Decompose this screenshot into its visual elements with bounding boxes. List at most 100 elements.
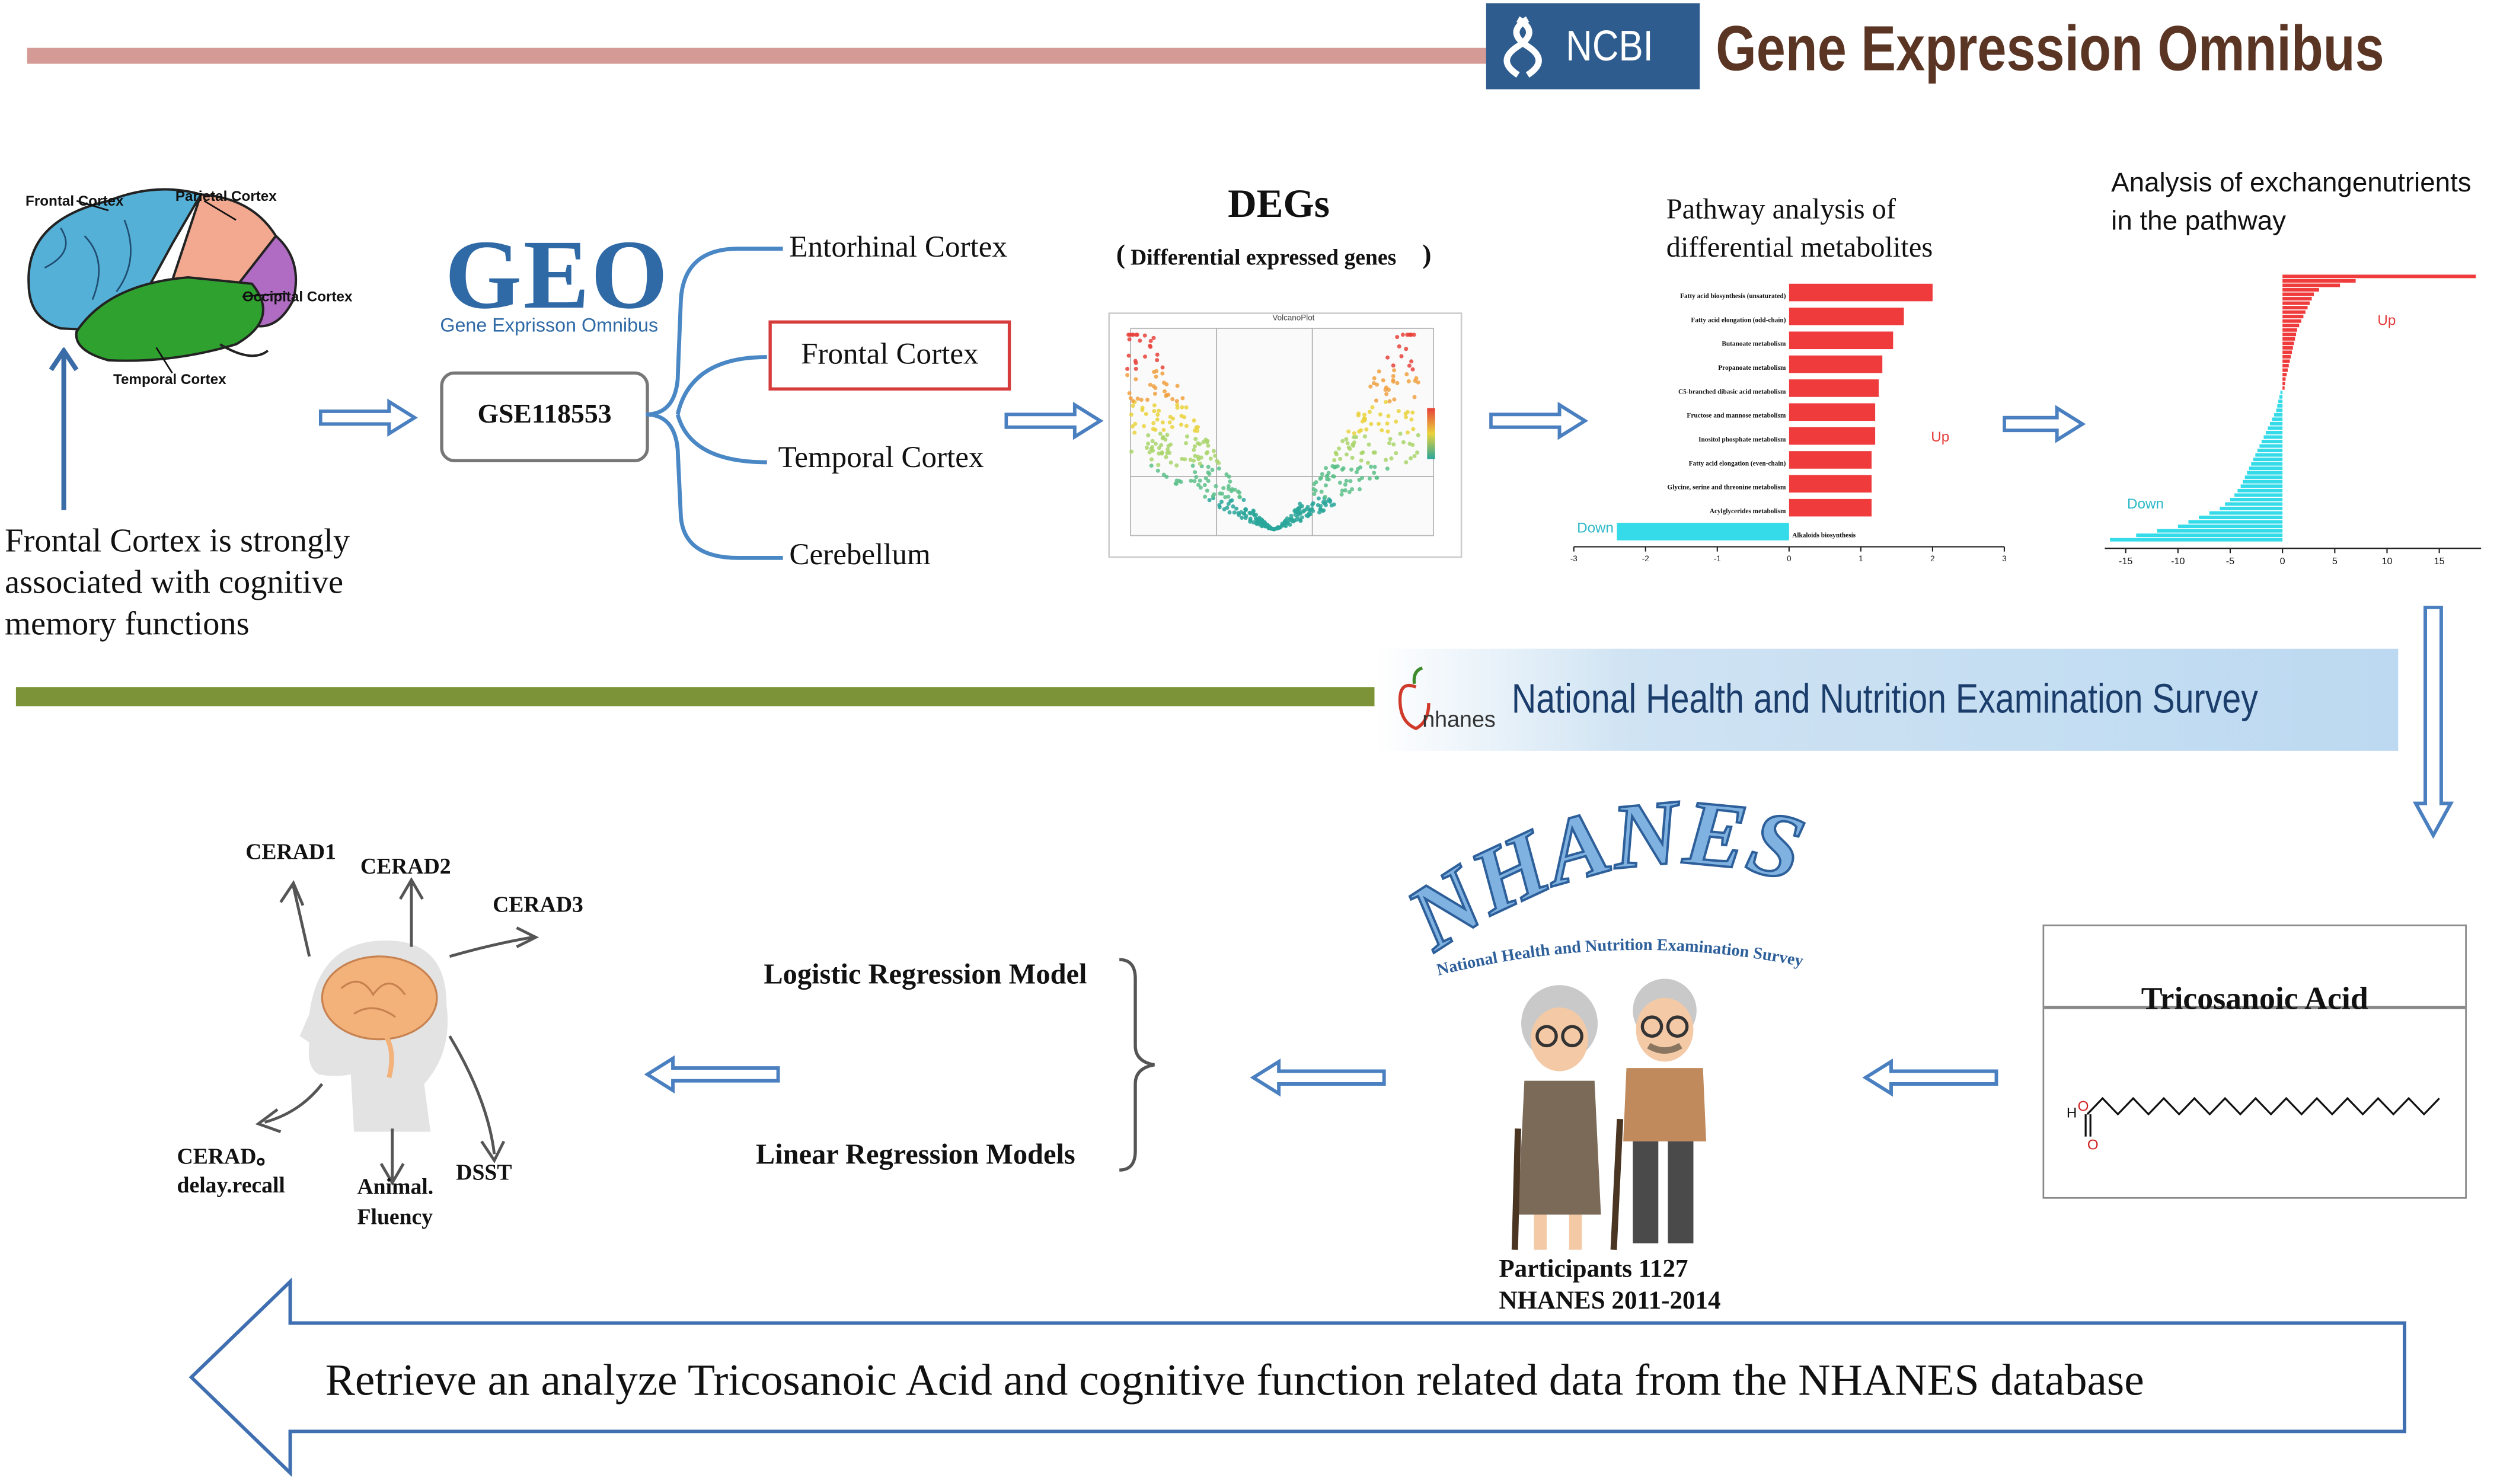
volcano-point [1405, 430, 1410, 435]
exchange-bar [2282, 354, 2291, 359]
volcano-point [1219, 500, 1224, 504]
exchange-bar [2282, 377, 2286, 381]
volcano-point [1377, 421, 1381, 426]
volcano-point [1315, 503, 1320, 507]
brain-caption-line3: memory functions [5, 604, 250, 642]
volcano-point [1375, 382, 1380, 387]
exchange-bar [2110, 538, 2283, 542]
pathway-category-label: Acylglycerides metabolism [1710, 508, 1786, 515]
exchange-bar [2282, 301, 2310, 305]
exchange-bar [2269, 421, 2283, 426]
volcano-point [1280, 523, 1285, 528]
geo-header-title: Gene Expression Omnibus [1716, 14, 2384, 85]
volcano-point [1409, 456, 1413, 460]
volcano-point [1167, 450, 1172, 455]
volcano-point [1310, 507, 1314, 511]
volcano-point [1170, 425, 1174, 430]
delay-recall-label-2: delay.recall [177, 1175, 285, 1199]
exchange-bar [2274, 412, 2283, 417]
tricosanoic-divider [2044, 1006, 2466, 1009]
volcano-point [1367, 476, 1372, 481]
volcano-point [1383, 388, 1388, 392]
volcano-point [1410, 410, 1415, 415]
volcano-point [1356, 411, 1361, 416]
volcano-point [1409, 359, 1414, 364]
exchange-bar [2263, 435, 2283, 439]
volcano-point [1154, 375, 1158, 379]
volcano-point [1230, 498, 1234, 503]
volcano-point [1129, 412, 1133, 417]
volcano-point [1226, 484, 1231, 488]
volcano-point [1352, 435, 1356, 440]
pathway-category-label: Fructose and mannose metabolism [1687, 412, 1786, 420]
volcano-point [1380, 428, 1384, 433]
volcano-point [1405, 332, 1410, 337]
degs-title: DEGs [1228, 183, 1330, 226]
exchange-tick-label: -5 [2226, 556, 2234, 567]
volcano-point [1400, 332, 1405, 337]
volcano-point [1133, 421, 1138, 426]
volcano-point [1208, 456, 1213, 461]
volcano-point [1398, 431, 1403, 436]
volcano-point [1232, 510, 1237, 515]
volcano-point [1313, 488, 1318, 493]
volcano-point [1347, 490, 1352, 494]
region-temporal: Temporal Cortex [778, 442, 984, 475]
volcano-point [1133, 377, 1138, 382]
exchange-bar [2240, 484, 2283, 488]
volcano-point [1180, 396, 1185, 401]
volcano-point [1170, 397, 1175, 401]
pathway-category-label: Fatty acid elongation (odd-chain) [1691, 316, 1786, 324]
exchange-bar [2282, 279, 2356, 283]
volcano-point [1404, 372, 1409, 377]
volcano-point [1211, 449, 1216, 453]
elderly-couple-illustration [1511, 978, 1706, 1250]
volcano-point [1174, 481, 1179, 486]
volcano-point [1384, 392, 1389, 396]
volcano-point [1358, 487, 1362, 491]
volcano-point [1384, 399, 1388, 404]
volcano-point [1350, 442, 1355, 447]
frontal-cortex-label: Frontal Cortex [25, 193, 124, 209]
nhanes-divider-bar [15, 687, 1375, 706]
pathway-tick-label: 3 [2002, 554, 2006, 561]
volcano-point [1346, 445, 1351, 450]
volcano-point [1152, 370, 1157, 375]
volcano-point [1320, 508, 1325, 513]
volcano-point [1354, 470, 1359, 475]
volcano-point [1157, 446, 1161, 450]
volcano-point [1384, 458, 1388, 462]
volcano-point [1232, 487, 1237, 492]
volcano-point [1362, 434, 1367, 439]
occipital-cortex-label: Occipital Cortex [242, 288, 353, 305]
exchange-bar [2277, 404, 2283, 408]
volcano-point [1151, 421, 1156, 426]
volcano-point [1155, 358, 1160, 363]
volcano-point [1288, 517, 1292, 522]
volcano-point [1202, 482, 1207, 487]
region-frontal-highlight: Frontal Cortex [768, 320, 1011, 391]
volcano-point [1350, 455, 1355, 460]
pathway-bar [1617, 523, 1789, 540]
volcano-point [1216, 466, 1221, 471]
volcano-point [1344, 452, 1349, 457]
oxygen-label-1: O [2077, 1098, 2089, 1115]
volcano-point [1166, 444, 1171, 449]
volcano-point [1160, 371, 1165, 376]
volcano-point [1366, 442, 1371, 447]
up-arrow [49, 347, 79, 510]
volcano-point [1242, 511, 1247, 516]
exchange-bar [2282, 359, 2290, 363]
volcano-point [1160, 420, 1165, 425]
exchange-bar [2259, 444, 2283, 448]
volcano-point [1341, 466, 1346, 471]
brain-lobes-illustration [27, 188, 298, 374]
region-cerebellum: Cerebellum [789, 539, 931, 573]
volcano-point [1275, 526, 1280, 530]
volcano-point [1372, 471, 1377, 475]
volcano-point [1138, 338, 1142, 343]
exchange-bar [2157, 529, 2283, 533]
exchange-bar [2282, 328, 2297, 332]
tricosanoic-structure [2084, 1096, 2440, 1137]
volcano-point [1153, 442, 1158, 446]
